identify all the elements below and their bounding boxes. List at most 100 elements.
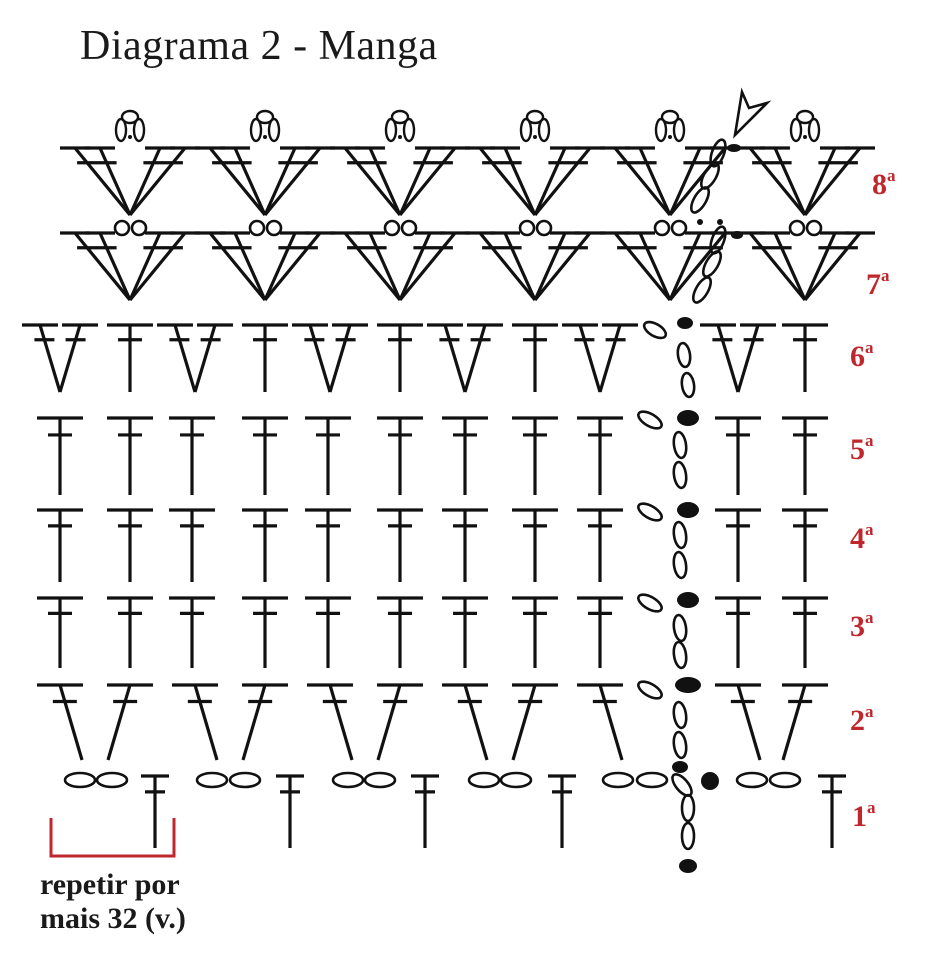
chain-stitch-symbol — [680, 793, 696, 823]
double-crochet-symbol — [760, 146, 807, 216]
stroke — [716, 324, 740, 393]
double-crochet-symbol — [330, 146, 402, 217]
double-crochet-symbol — [330, 231, 402, 302]
picot-symbol — [519, 109, 551, 143]
chain-stitch-symbol — [680, 371, 696, 399]
stroke — [106, 684, 132, 761]
row-suffix: a — [865, 431, 874, 450]
double-crochet-symbol — [598, 323, 638, 393]
row-suffix: a — [867, 798, 876, 817]
double-crochet-symbol — [782, 508, 828, 582]
picot-symbol — [114, 109, 146, 143]
slip-stitch-dot — [677, 317, 693, 329]
stroke — [736, 324, 760, 393]
stroke — [748, 231, 807, 302]
chain-stitch-symbol — [672, 730, 688, 760]
chain-stitch-symbol — [249, 117, 263, 143]
slip-stitch-dot — [533, 135, 537, 139]
chain-stitch-symbol — [637, 680, 663, 700]
chain-stitch-symbol — [654, 117, 668, 143]
stroke — [748, 146, 807, 217]
chain-stitch-symbol — [691, 276, 713, 304]
double-crochet-symbol — [427, 323, 467, 393]
stroke — [773, 147, 807, 216]
repeat-note-line2: mais 32 (v.) — [40, 902, 186, 935]
row-number: 6 — [850, 340, 865, 373]
double-crochet-symbol — [512, 508, 558, 582]
slip-stitch-dot — [668, 135, 672, 139]
stroke — [668, 147, 702, 216]
row-label-8: 8a — [872, 166, 896, 202]
double-crochet-symbol — [577, 416, 623, 495]
chain-stitch-symbol — [363, 771, 397, 789]
double-crochet-symbol — [511, 683, 558, 761]
row-label-2: 2a — [850, 702, 874, 738]
chain-stitch-symbol — [228, 771, 262, 789]
stroke — [128, 146, 187, 217]
double-crochet-symbol — [355, 231, 402, 301]
stroke — [443, 324, 467, 393]
chain-stitch-symbol — [795, 109, 815, 125]
chain-stitch-symbol — [672, 430, 688, 460]
row-label-7: 7a — [866, 266, 890, 302]
double-crochet-symbol — [562, 323, 602, 393]
double-crochet-symbol — [377, 508, 423, 582]
double-crochet-symbol — [292, 323, 332, 393]
double-crochet-symbol — [263, 146, 335, 217]
stroke — [368, 232, 402, 301]
row-label-4: 4a — [850, 520, 874, 556]
double-crochet-symbol — [376, 683, 423, 761]
double-crochet-symbol — [172, 683, 219, 761]
chain-stitch-symbol — [709, 225, 727, 255]
chain-stitch-symbol — [248, 219, 266, 237]
double-crochet-symbol — [37, 416, 83, 495]
row-suffix: a — [881, 266, 890, 285]
row-number: 4 — [850, 522, 865, 555]
double-crochet-symbol — [37, 683, 84, 761]
stroke — [533, 232, 567, 301]
double-crochet-symbol — [512, 323, 558, 392]
double-crochet-symbol — [58, 323, 98, 393]
chain-stitch-symbol — [709, 138, 727, 168]
double-crochet-symbol — [577, 683, 624, 761]
chain-stitch-symbol — [637, 593, 663, 613]
double-crochet-symbol — [377, 596, 423, 668]
double-crochet-symbol — [818, 774, 846, 848]
double-crochet-symbol — [193, 323, 233, 393]
stroke — [478, 231, 537, 302]
stroke — [668, 232, 702, 301]
row-suffix: a — [887, 166, 896, 185]
chain-stitch-symbol — [601, 771, 635, 789]
start-arrow-icon — [733, 87, 772, 139]
chain-stitch-symbol — [113, 219, 131, 237]
stroke — [773, 232, 807, 301]
chain-stitch-symbol — [132, 117, 146, 143]
chain-stitch-symbol — [660, 109, 680, 125]
chain-stitch-symbol — [672, 520, 688, 550]
slip-stitch-dot — [803, 135, 807, 139]
slip-stitch-dot — [398, 135, 402, 139]
double-crochet-symbol — [735, 231, 807, 302]
double-crochet-symbol — [141, 774, 169, 848]
slip-stitch-dot — [727, 144, 741, 152]
stroke — [398, 231, 457, 302]
chain-stitch-symbol — [671, 773, 693, 797]
stroke — [38, 324, 62, 393]
chain-stitch-symbol — [331, 771, 365, 789]
chain-stitch-symbol — [535, 219, 553, 237]
double-crochet-symbol — [760, 231, 807, 301]
double-crochet-symbol — [398, 146, 470, 217]
chain-stitch-symbol — [672, 460, 688, 490]
double-crochet-symbol — [782, 416, 828, 495]
slip-stitch-dot — [675, 677, 701, 693]
stroke — [328, 684, 354, 761]
stroke — [398, 147, 432, 216]
slip-stitch-dot — [672, 761, 688, 773]
double-crochet-symbol — [107, 508, 153, 582]
stroke — [613, 231, 672, 302]
double-crochet-symbol — [242, 596, 288, 668]
stroke — [638, 147, 672, 216]
stroke — [398, 232, 432, 301]
double-crochet-symbol — [276, 774, 304, 848]
stroke — [376, 684, 402, 761]
